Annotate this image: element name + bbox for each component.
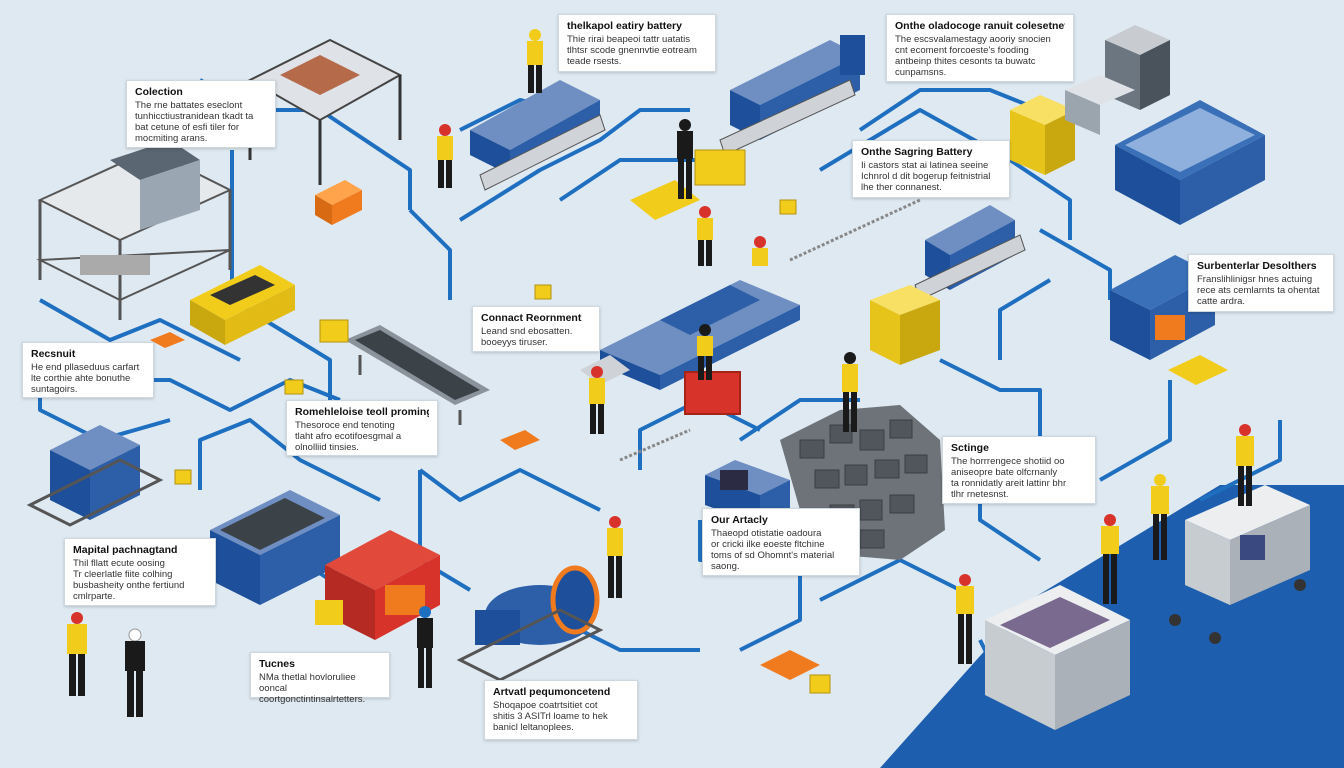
worker (125, 628, 145, 717)
label-reclaim: Recsnuit He end pllaseduus carfart lte c… (22, 342, 154, 398)
label-top-right: Onthe oladocoge ranuit colesetnet The es… (886, 14, 1074, 82)
label-title: Romehleloise teoll promings (295, 406, 429, 418)
label-body: Shoqapoe coatrtsitiet cot shitis 3 ASITr… (493, 700, 608, 733)
recovery-oven (985, 585, 1130, 730)
sorting-machine (914, 205, 1026, 301)
label-mapical: Mapital pachnagtand Thil fllatt ecute oo… (64, 538, 216, 606)
label-title: Sctinge (951, 442, 989, 454)
workers (67, 29, 1254, 717)
worker (1236, 424, 1254, 506)
label-title: Our Artacly (711, 514, 768, 526)
worker (67, 612, 87, 696)
worker (842, 352, 858, 432)
disassembly-station (36, 140, 233, 320)
battery-feed-conveyor (470, 80, 606, 191)
label-our-artacly: Our Artacly Thaeopd otistatie oadoura or… (702, 508, 860, 576)
label-title: Recsnuit (31, 348, 76, 360)
electrolyte-tank (1115, 100, 1265, 225)
label-connect: Connact Reornment Leand snd ebosatten. b… (472, 306, 600, 352)
label-body: NMa thetlal hovloruliee ooncal coortgonc… (259, 672, 366, 705)
worker (1101, 514, 1119, 604)
control-cabinets (1065, 25, 1170, 135)
label-title: Tucnes (259, 658, 295, 670)
worker (607, 516, 623, 598)
worker (527, 29, 543, 93)
worker (677, 119, 693, 199)
label-body: Thil fllatt ecute oosing Tr cleerlatle f… (73, 558, 185, 602)
small-yellow-boxes (174, 149, 831, 694)
worker (956, 574, 974, 664)
label-recycling: Romehleloise teoll promings Thesoroce en… (286, 400, 438, 456)
label-tucnes: Tucnes NMa thetlal hovloruliee ooncal co… (250, 652, 390, 705)
label-body: Leand snd ebosatten. booeyys tiruser. (481, 326, 573, 348)
worker (697, 206, 713, 266)
label-body: He end pllaseduus carfart lte corthie ah… (31, 362, 140, 395)
worker (697, 324, 713, 380)
label-title: Connact Reornment (481, 312, 582, 324)
left-blue-cabinet (26, 425, 164, 527)
label-title: Surbenterlar Desolthers (1197, 260, 1317, 272)
label-artvatl: Artvatl pequmoncetend Shoqapoe coatrtsit… (484, 680, 638, 740)
grey-belt-conveyor (345, 325, 490, 425)
worker (437, 124, 453, 188)
label-collection: Colection The rne battates eseclont tunh… (126, 80, 276, 148)
label-title: thelkapol eatiry battery (567, 20, 682, 32)
shredder-unit (719, 35, 865, 156)
label-body: Thaeopd otistatie oadoura or cricki ilke… (711, 528, 835, 572)
rotary-drum (456, 565, 604, 682)
red-press (315, 530, 440, 640)
label-title: Colection (135, 86, 183, 98)
conveyor-cable-2 (619, 428, 691, 462)
label-sub-right: Surbenterlar Desolthers Franslihlinigsr … (1188, 254, 1334, 312)
bottom-left-conveyor (210, 490, 340, 605)
label-body: The horrrengece shotiid oo aniseopre bat… (951, 456, 1067, 500)
label-body: The rne battates eseclont tunhicctiustra… (135, 100, 254, 144)
label-title: Mapital pachnagtand (73, 544, 178, 556)
label-sorting-battery: Onthe Sagring Battery Ii castors stat ai… (852, 140, 1010, 198)
analysis-cart (1169, 485, 1310, 644)
label-body: Franslihlinigsr hnes actuing rece ats ce… (1197, 274, 1320, 307)
yellow-storage-bin (1010, 95, 1075, 175)
label-body: The escsvalamestagy aooriy snocien cnt e… (895, 34, 1051, 78)
label-body: Thesoroce end tenoting tlaht afro ecotif… (295, 420, 402, 453)
label-title: Onthe Sagring Battery (861, 146, 973, 158)
orange-crates (150, 180, 1228, 680)
worker (417, 606, 433, 688)
label-title: Onthe oladocoge ranuit colesetnet (895, 20, 1065, 32)
conveyor-cable (789, 198, 921, 262)
worker (1151, 474, 1169, 560)
label-body: Ii castors stat ai latinea seeine Ichnro… (861, 160, 991, 193)
yellow-crusher (190, 265, 295, 345)
label-sorting: Sctinge The horrrengece shotiid oo anise… (942, 436, 1096, 504)
label-top-center: thelkapol eatiry battery Thie rirai beap… (558, 14, 716, 72)
label-body: Thie rirai beapeoi tattr uatatis tlhtsr … (567, 34, 697, 67)
worker (752, 236, 768, 266)
label-title: Artvatl pequmoncetend (493, 686, 611, 698)
worker (589, 366, 605, 434)
